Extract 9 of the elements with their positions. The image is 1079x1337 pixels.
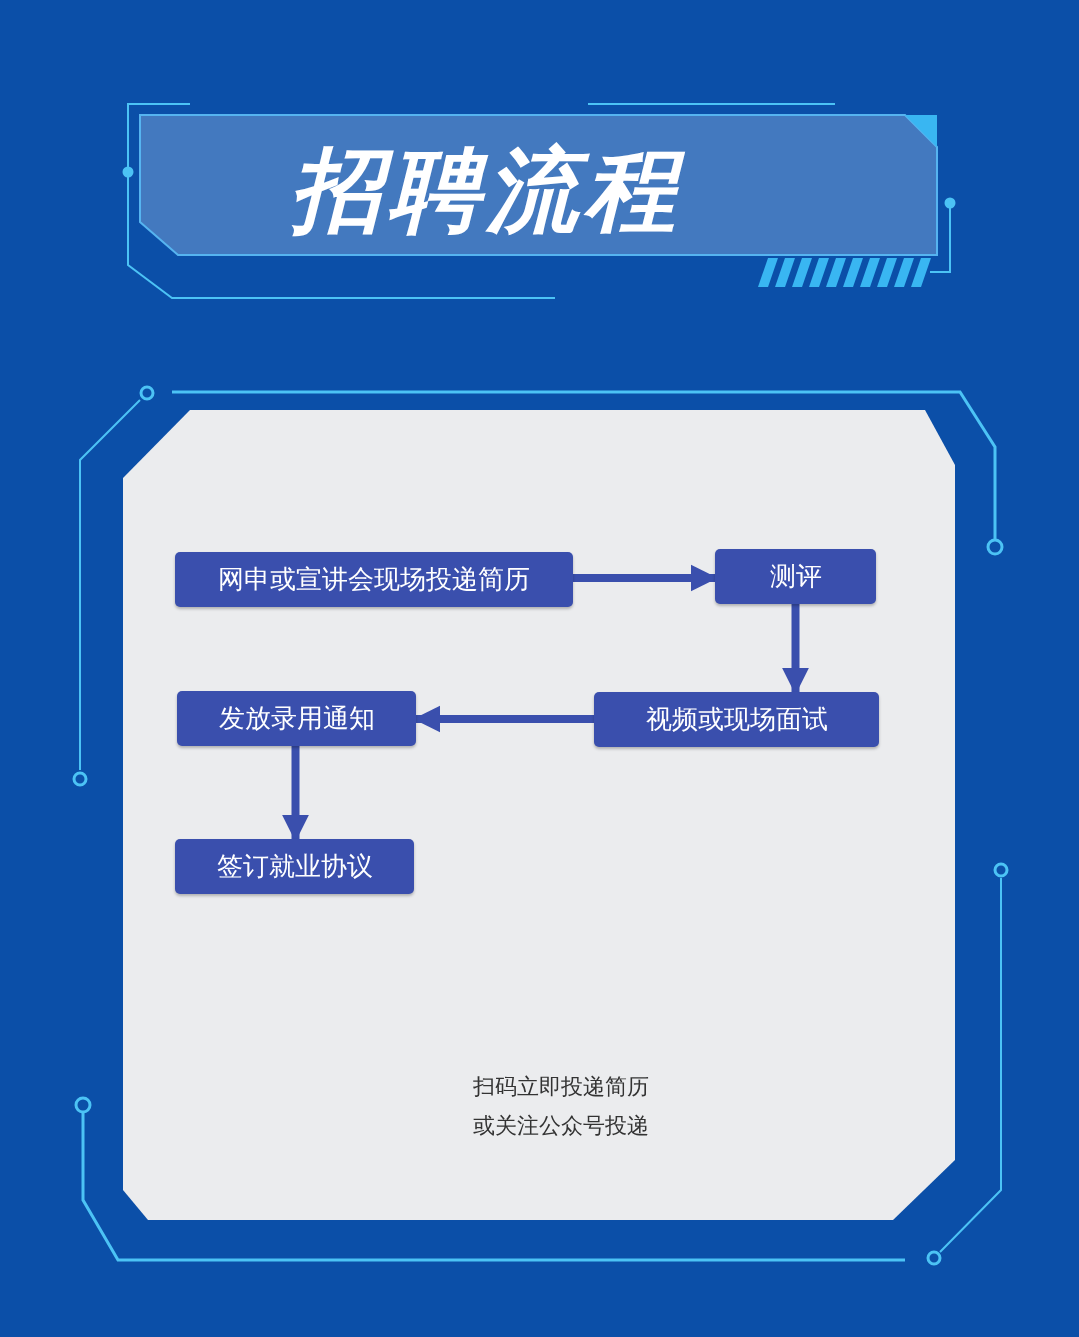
- process-box: 签订就业协议: [175, 839, 414, 894]
- process-box: 发放录用通知: [177, 691, 416, 746]
- note-text: 或关注公众号投递: [473, 1112, 649, 1140]
- process-box: 测评: [715, 549, 876, 604]
- note-text: 扫码立即投递简历: [473, 1073, 649, 1101]
- process-box: 网申或宣讲会现场投递简历: [175, 552, 573, 607]
- arrow: [781, 604, 810, 695]
- process-box: 视频或现场面试: [594, 692, 879, 747]
- arrow: [281, 746, 310, 842]
